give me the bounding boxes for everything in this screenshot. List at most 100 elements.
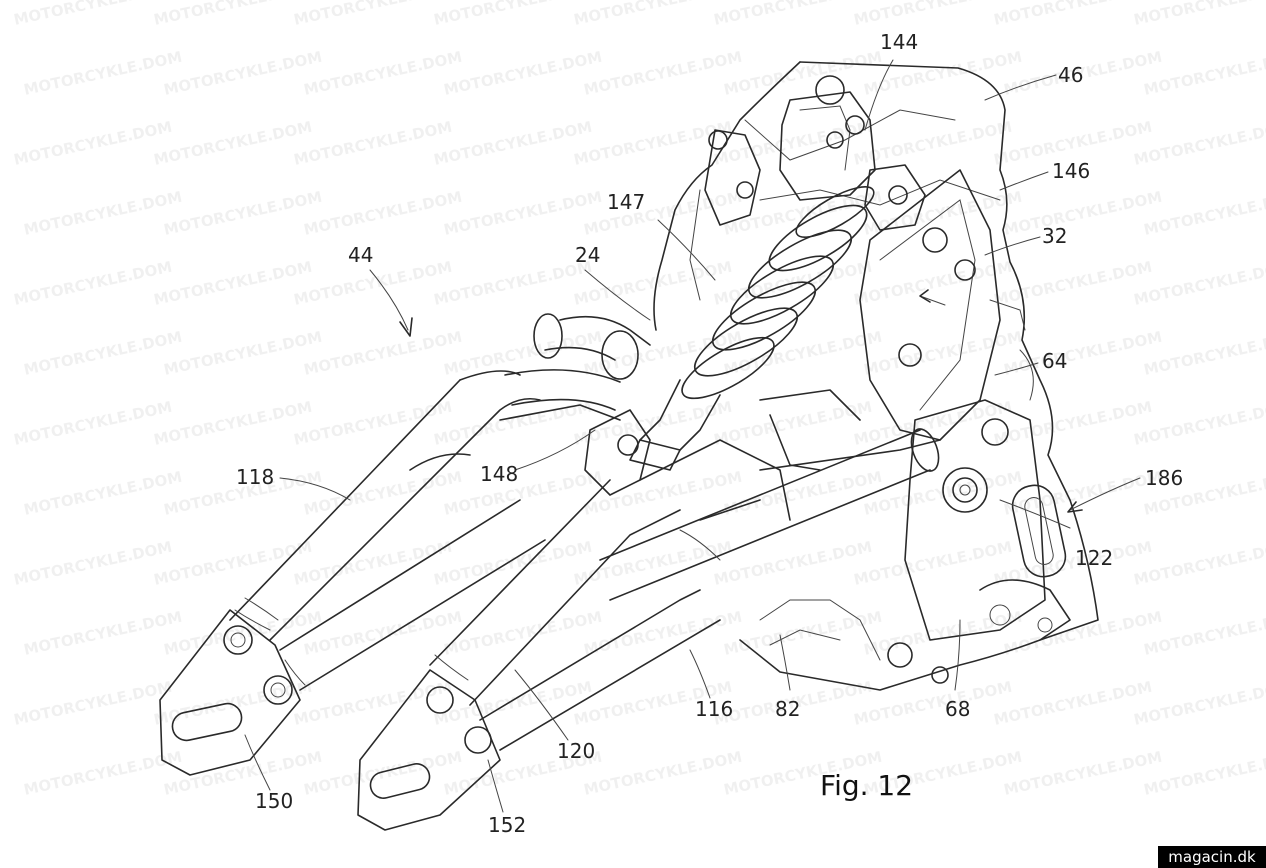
watermark-text: MOTORCYKLE.DOM xyxy=(1002,188,1164,239)
leader-lines xyxy=(244,59,1141,813)
watermark-text: MOTORCYKLE.DOM xyxy=(292,0,454,29)
ref-68: 68 xyxy=(945,697,970,721)
ref-64: 64 xyxy=(1042,349,1067,373)
watermark-text: MOTORCYKLE.DOM xyxy=(302,328,464,379)
ref-144: 144 xyxy=(880,30,918,54)
watermark-text: MOTORCYKLE.DOM xyxy=(862,608,1024,659)
watermark-text: MOTORCYKLE.DOM xyxy=(162,328,324,379)
watermark-text: MOTORCYKLE.DOM xyxy=(432,678,594,729)
watermark-text: MOTORCYKLE.DOM xyxy=(722,48,884,99)
watermark-text: MOTORCYKLE.DOM xyxy=(292,678,454,729)
watermark-text: MOTORCYKLE.DOM xyxy=(1132,398,1266,449)
watermark-text: MOTORCYKLE.DOM xyxy=(162,188,324,239)
watermark-text: MOTORCYKLE.DOM xyxy=(292,398,454,449)
ref-32: 32 xyxy=(1042,224,1067,248)
watermark-text: MOTORCYKLE.DOM xyxy=(302,608,464,659)
watermark-text: MOTORCYKLE.DOM xyxy=(1002,608,1164,659)
watermark-text: MOTORCYKLE.DOM xyxy=(992,538,1154,589)
watermark-text: MOTORCYKLE.DOM xyxy=(152,258,314,309)
watermark-text: MOTORCYKLE.DOM xyxy=(1132,118,1266,169)
watermark-text: MOTORCYKLE.DOM xyxy=(1132,258,1266,309)
engine-housing xyxy=(653,61,1099,691)
ref-46: 46 xyxy=(1058,63,1083,87)
watermark-text: MOTORCYKLE.DOM xyxy=(852,118,1014,169)
watermark-text: MOTORCYKLE.DOM xyxy=(442,608,604,659)
watermark-text: MOTORCYKLE.DOM xyxy=(152,398,314,449)
left-suspension-link xyxy=(159,370,546,776)
ref-148: 148 xyxy=(480,462,518,486)
frame-tubes xyxy=(499,313,651,421)
watermark-text: MOTORCYKLE.DOM xyxy=(432,118,594,169)
figure-caption: Fig. 12 xyxy=(820,769,913,802)
watermark-text: MOTORCYKLE.DOM xyxy=(12,398,174,449)
watermark-text: MOTORCYKLE.DOM xyxy=(722,468,884,519)
watermark-text: MOTORCYKLE.DOM xyxy=(292,118,454,169)
cross-tube xyxy=(599,389,941,601)
watermark-text: MOTORCYKLE.DOM xyxy=(302,48,464,99)
ref-44: 44 xyxy=(348,243,373,267)
site-badge: magacin.dk xyxy=(1158,846,1266,868)
ref-150: 150 xyxy=(255,789,293,813)
watermark-text: MOTORCYKLE.DOM xyxy=(152,678,314,729)
ref-146: 146 xyxy=(1052,159,1090,183)
ref-116: 116 xyxy=(695,697,733,721)
watermark-text: MOTORCYKLE.DOM xyxy=(572,538,734,589)
watermark-text: MOTORCYKLE.DOM xyxy=(1132,0,1266,29)
watermark-text: MOTORCYKLE.DOM xyxy=(22,188,184,239)
watermark-text: MOTORCYKLE.DOM xyxy=(1002,468,1164,519)
watermark-text: MOTORCYKLE.DOM xyxy=(992,398,1154,449)
watermark-text: MOTORCYKLE.DOM xyxy=(22,48,184,99)
ref-122: 122 xyxy=(1075,546,1113,570)
watermark-text: MOTORCYKLE.DOM xyxy=(572,398,734,449)
watermark-text: MOTORCYKLE.DOM xyxy=(572,0,734,29)
watermark-text: MOTORCYKLE.DOM xyxy=(992,678,1154,729)
watermark-text: MOTORCYKLE.DOM xyxy=(12,0,174,29)
watermark-text: MOTORCYKLE.DOM xyxy=(152,118,314,169)
ref-186: 186 xyxy=(1145,466,1183,490)
watermark-text: MOTORCYKLE.DOM xyxy=(22,328,184,379)
watermark-text: MOTORCYKLE.DOM xyxy=(12,538,174,589)
watermark-text: MOTORCYKLE.DOM xyxy=(712,0,874,29)
watermark-layer: MOTORCYKLE.DOMMOTORCYKLE.DOMMOTORCYKLE.D… xyxy=(12,0,1266,799)
watermark-text: MOTORCYKLE.DOM xyxy=(1002,328,1164,379)
watermark-text: MOTORCYKLE.DOM xyxy=(722,328,884,379)
upper-shock-mount xyxy=(689,75,926,301)
direction-arrows xyxy=(369,269,1083,513)
ref-118: 118 xyxy=(236,465,274,489)
watermark-text: MOTORCYKLE.DOM xyxy=(152,538,314,589)
watermark-text: MOTORCYKLE.DOM xyxy=(712,398,874,449)
watermark-text: MOTORCYKLE.DOM xyxy=(432,258,594,309)
watermark-text: MOTORCYKLE.DOM xyxy=(862,328,1024,379)
watermark-text: MOTORCYKLE.DOM xyxy=(1132,538,1266,589)
watermark-text: MOTORCYKLE.DOM xyxy=(302,748,464,799)
watermark-text: MOTORCYKLE.DOM xyxy=(442,188,604,239)
center-suspension-link xyxy=(357,409,721,831)
ref-152: 152 xyxy=(488,813,526,837)
watermark-text: MOTORCYKLE.DOM xyxy=(992,258,1154,309)
ref-120: 120 xyxy=(557,739,595,763)
watermark-text: MOTORCYKLE.DOM xyxy=(992,0,1154,29)
watermark-text: MOTORCYKLE.DOM xyxy=(302,468,464,519)
watermark-text: MOTORCYKLE.DOM xyxy=(292,538,454,589)
watermark-text: MOTORCYKLE.DOM xyxy=(302,188,464,239)
watermark-text: MOTORCYKLE.DOM xyxy=(432,538,594,589)
watermark-text: MOTORCYKLE.DOM xyxy=(442,48,604,99)
watermark-text: MOTORCYKLE.DOM xyxy=(582,48,744,99)
watermark-text: MOTORCYKLE.DOM xyxy=(712,538,874,589)
watermark-text: MOTORCYKLE.DOM xyxy=(852,258,1014,309)
ref-24: 24 xyxy=(575,243,600,267)
watermark-text: MOTORCYKLE.DOM xyxy=(852,538,1014,589)
watermark-text: MOTORCYKLE.DOM xyxy=(852,0,1014,29)
watermark-text: MOTORCYKLE.DOM xyxy=(432,0,594,29)
ref-82: 82 xyxy=(775,697,800,721)
reference-numerals: 144 46 146 147 32 24 44 64 148 118 186 1… xyxy=(236,30,1183,837)
watermark-text: MOTORCYKLE.DOM xyxy=(22,608,184,659)
watermark-text: MOTORCYKLE.DOM xyxy=(12,118,174,169)
watermark-text: MOTORCYKLE.DOM xyxy=(1132,678,1266,729)
watermark-text: MOTORCYKLE.DOM xyxy=(162,48,324,99)
watermark-text: MOTORCYKLE.DOM xyxy=(22,748,184,799)
watermark-text: MOTORCYKLE.DOM xyxy=(12,258,174,309)
watermark-text: MOTORCYKLE.DOM xyxy=(1002,748,1164,799)
